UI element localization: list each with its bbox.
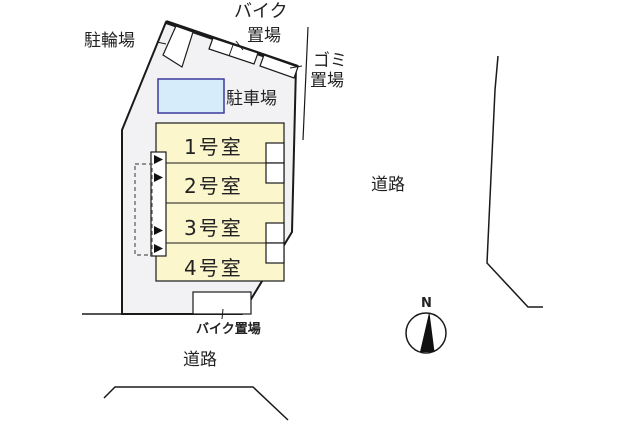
unit-4-label: 4号室 [184,256,243,280]
north-arrow-icon [420,313,434,352]
bike-slot-divider [228,44,234,57]
leader-line [289,65,303,69]
building [155,122,285,282]
garbage-label-2: 置場 [310,71,344,91]
road-east-label: 道路 [371,175,405,195]
entrance-arrow-icon [154,173,163,182]
balcony-2 [265,162,285,184]
balcony-4 [265,242,285,264]
corridor-dashed-outline [134,163,153,256]
road-south-label: 道路 [183,350,217,370]
leader-line [235,40,244,51]
bike-parking-top-area [208,37,259,65]
garbage-label-1: ゴミ [313,51,347,71]
neighbor-line [302,26,309,141]
balcony-1 [265,142,285,164]
north-label: N [421,296,432,311]
bicycle-parking-label: 駐輪場 [84,31,135,51]
unit-2-label: 2号室 [184,174,243,198]
bike-parking-top-label-2: 置場 [247,26,281,46]
north-arrow-edge [428,312,435,353]
entrance-arrow-icon [154,155,163,164]
bike-parking-bottom-area [192,291,252,315]
corridor [150,151,167,257]
south-road-edge [103,386,289,421]
entrance-arrow-icon [154,244,163,253]
bicycle-parking-area [162,25,194,68]
east-road-edge [486,55,543,308]
leader-line [156,41,167,45]
balcony-3 [265,222,285,244]
unit-3-label: 3号室 [184,216,243,240]
entrance-arrow-icon [154,226,163,235]
bike-parking-bottom-label: バイク置場 [196,322,261,337]
unit-1-label: 1号室 [184,135,243,159]
car-parking-label: 駐車場 [226,89,277,109]
bike-parking-top-label-1: バイク [234,1,288,22]
leader-line [221,308,224,320]
car-parking-space [157,78,225,114]
